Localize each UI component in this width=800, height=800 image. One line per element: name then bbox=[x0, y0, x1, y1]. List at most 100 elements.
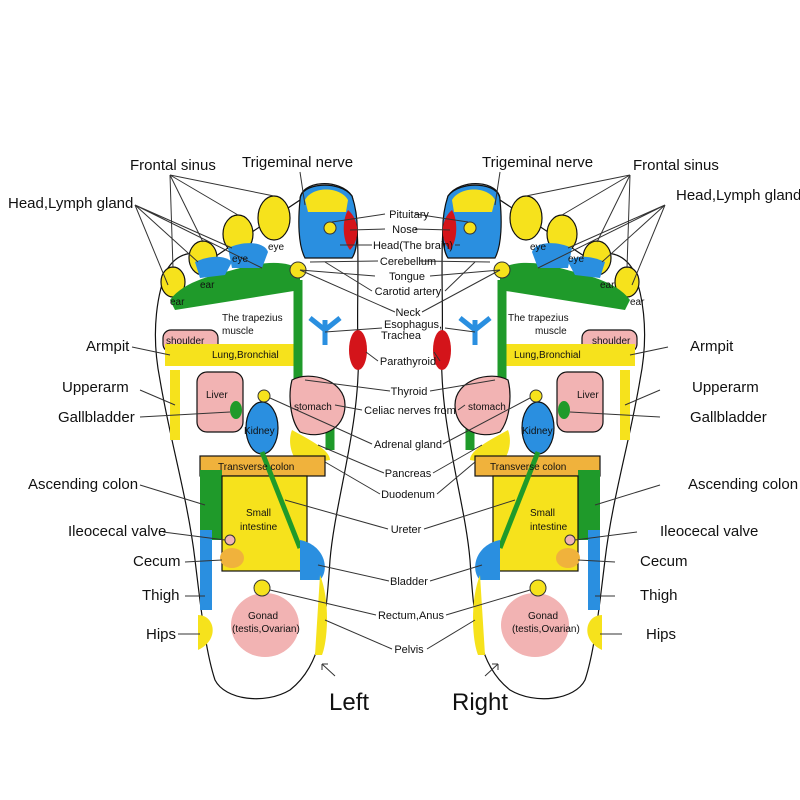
left-parathyroid bbox=[349, 330, 367, 370]
label-gallbladder-right: Gallbladder bbox=[690, 409, 767, 426]
right-kidney-label: Kidney bbox=[522, 426, 553, 437]
right-ileocecal bbox=[564, 534, 576, 546]
leader-ureter bbox=[284, 499, 516, 530]
label-bladder: Bladder bbox=[390, 576, 428, 588]
label-pelvis: Pelvis bbox=[394, 644, 424, 656]
label-hips-right: Hips bbox=[646, 626, 676, 643]
right-adrenal-dot bbox=[529, 389, 543, 403]
left-bronchi bbox=[308, 316, 342, 332]
leader-pituitary bbox=[331, 213, 469, 223]
right-ascending-colon bbox=[578, 470, 600, 540]
label-carotid: Carotid artery bbox=[375, 286, 442, 298]
left-ear-label-5: ear bbox=[170, 297, 185, 308]
leader-head-lymph-right bbox=[537, 204, 666, 286]
label-neck: Neck bbox=[395, 307, 421, 319]
right-ear-label-4: ear bbox=[600, 280, 615, 291]
right-bladder bbox=[475, 540, 500, 580]
left-trapezius-1: The trapezius bbox=[222, 313, 283, 324]
label-cecum-right: Cecum bbox=[640, 553, 688, 570]
label-upperarm-right: Upperarm bbox=[692, 379, 759, 396]
left-eye-zone-4 bbox=[195, 256, 232, 278]
right-liver bbox=[556, 371, 604, 433]
left-gonad bbox=[231, 593, 299, 657]
label-ureter: Ureter bbox=[391, 524, 422, 536]
label-duodenum: Duodenum bbox=[381, 489, 435, 501]
left-ear-band bbox=[170, 262, 300, 310]
leader-ileocecal-right bbox=[574, 531, 638, 541]
left-small-2: intestine bbox=[240, 522, 278, 533]
left-eye-label-4: eye bbox=[232, 254, 249, 265]
right-hips bbox=[587, 615, 602, 650]
left-toe-2 bbox=[257, 195, 291, 241]
label-head-lymph-left: Head,Lymph gland bbox=[8, 195, 133, 212]
caption-left: Left bbox=[329, 689, 369, 716]
label-thigh-right: Thigh bbox=[640, 587, 678, 604]
right-gonad-2: (testis,Ovarian) bbox=[512, 624, 580, 635]
leader-cerebellum bbox=[309, 260, 491, 263]
left-lung-zone bbox=[165, 344, 295, 366]
left-big-toe-tip bbox=[305, 189, 348, 212]
left-stomach-label: stomach bbox=[294, 402, 332, 413]
right-small-2: intestine bbox=[530, 522, 568, 533]
label-upperarm-left: Upperarm bbox=[62, 379, 129, 396]
leader-nose bbox=[349, 228, 451, 231]
left-zone-labels: eye eye ear ear The trapezius muscle sho… bbox=[166, 242, 332, 635]
label-cerebellum: Cerebellum bbox=[380, 256, 436, 268]
label-ascending-colon-right: Ascending colon bbox=[688, 476, 798, 493]
leader-duodenum bbox=[324, 461, 476, 495]
label-pituitary: Pituitary bbox=[389, 209, 429, 221]
leader-armpit-right bbox=[629, 346, 669, 356]
leader-celiac bbox=[334, 404, 466, 411]
left-gonad-1: Gonad bbox=[248, 611, 278, 622]
label-pancreas: Pancreas bbox=[385, 468, 432, 480]
label-thyroid: Thyroid bbox=[391, 386, 428, 398]
label-armpit-right: Armpit bbox=[690, 338, 734, 355]
left-thigh-zone bbox=[200, 530, 212, 610]
right-ear-band bbox=[500, 262, 630, 310]
right-stomach-label: stomach bbox=[468, 402, 506, 413]
right-trapezius-2: muscle bbox=[535, 326, 567, 337]
left-lung-label: Lung,Bronchial bbox=[212, 350, 279, 361]
right-lung-zone bbox=[505, 344, 635, 366]
label-trachea: Trachea bbox=[381, 330, 422, 342]
label-frontal-sinus-right: Frontal sinus bbox=[633, 157, 719, 174]
leader-ascending-colon-left bbox=[139, 484, 206, 506]
label-ileocecal-right: Ileocecal valve bbox=[660, 523, 758, 540]
leader-carotid bbox=[324, 261, 476, 292]
label-head-brain: Head(The brain) bbox=[373, 240, 453, 252]
right-stomach bbox=[454, 375, 511, 436]
right-bronchi bbox=[458, 316, 492, 332]
left-transverse-label: Transverse colon bbox=[218, 462, 294, 473]
label-frontal-sinus-left: Frontal sinus bbox=[130, 157, 216, 174]
left-liver bbox=[196, 371, 244, 433]
left-bladder bbox=[300, 540, 325, 580]
label-parathyroid: Parathyroid bbox=[380, 356, 436, 368]
right-ear-label-5: ear bbox=[630, 297, 645, 308]
left-pelvis bbox=[315, 575, 327, 655]
left-gonad-2: (testis,Ovarian) bbox=[232, 624, 300, 635]
right-eye-label-4: eye bbox=[568, 254, 585, 265]
leader-adrenal bbox=[269, 397, 531, 445]
leader-pelvis bbox=[324, 619, 476, 650]
leader-gallbladder-right bbox=[569, 411, 661, 418]
leader-pancreas bbox=[317, 444, 483, 474]
left-ascending-colon bbox=[200, 470, 222, 540]
leader-thyroid bbox=[304, 379, 496, 392]
left-pituitary-dot bbox=[323, 221, 337, 235]
leader-trigeminal-left bbox=[299, 171, 306, 206]
left-foot bbox=[154, 183, 367, 700]
leader-ascending-colon-right bbox=[594, 484, 661, 506]
right-parathyroid bbox=[433, 330, 451, 370]
right-liver-label: Liver bbox=[577, 390, 599, 401]
leader-upperarm-right bbox=[624, 389, 661, 406]
right-pituitary-dot bbox=[463, 221, 477, 235]
left-adrenal-dot bbox=[257, 389, 271, 403]
left-eye-zone-3 bbox=[228, 243, 268, 268]
caption-right: Right bbox=[452, 689, 508, 716]
right-pelvis bbox=[473, 575, 485, 655]
leader-tongue bbox=[299, 269, 501, 277]
leader-lines bbox=[131, 171, 669, 677]
right-trapezius-1: The trapezius bbox=[508, 313, 569, 324]
label-tongue: Tongue bbox=[389, 271, 425, 283]
